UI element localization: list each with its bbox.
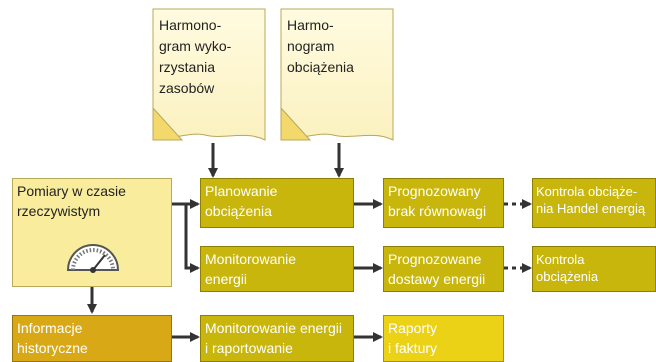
forecast-supply-box: Prognozowane dostawy energii (383, 246, 504, 292)
reports-invoices-label: Raporty i faktury (388, 320, 438, 356)
realtime-measurements-label: Pomiary w czasie rzeczywistym (17, 183, 126, 219)
arrow-measure-to-monitoring (184, 204, 200, 273)
resource-schedule-note: Harmono- gram wyko- rzystania zasobów (159, 17, 232, 96)
resource-schedule-note-shape (152, 8, 266, 141)
energy-monitoring-reporting-label: Monitorowanie energii i raportowanie (205, 320, 342, 356)
load-planning-label: Planowanie obciążenia (205, 183, 278, 219)
load-control-label: Kontrola obciążenia (536, 252, 599, 284)
forecast-supply-label: Prognozowane dostawy energii (388, 251, 486, 287)
load-planning-box: Planowanie obciążenia (200, 178, 354, 228)
load-control-trading-label: Kontrola obciąże- nia Handel energią (536, 184, 646, 216)
gauge-icon (66, 244, 120, 273)
forecast-imbalance-label: Prognozowany brak równowagi (388, 183, 487, 219)
historical-information-box: Informacje historyczne (12, 315, 172, 362)
forecast-imbalance-box: Prognozowany brak równowagi (383, 178, 504, 228)
reports-invoices-box: Raporty i faktury (383, 315, 504, 362)
realtime-measurements-box: Pomiary w czasie rzeczywistym (12, 178, 172, 287)
energy-monitoring-box: Monitorowanie energii (200, 246, 354, 292)
load-schedule-note-shape (280, 8, 394, 141)
load-schedule-note: Harmo- nogram obciążenia (287, 17, 354, 75)
energy-monitoring-label: Monitorowanie energii (205, 251, 297, 287)
energy-monitoring-reporting-box: Monitorowanie energii i raportowanie (200, 315, 354, 362)
load-control-trading-box: Kontrola obciąże- nia Handel energią (532, 178, 656, 228)
historical-information-label: Informacje historyczne (17, 320, 88, 356)
load-control-box: Kontrola obciążenia (532, 246, 656, 292)
